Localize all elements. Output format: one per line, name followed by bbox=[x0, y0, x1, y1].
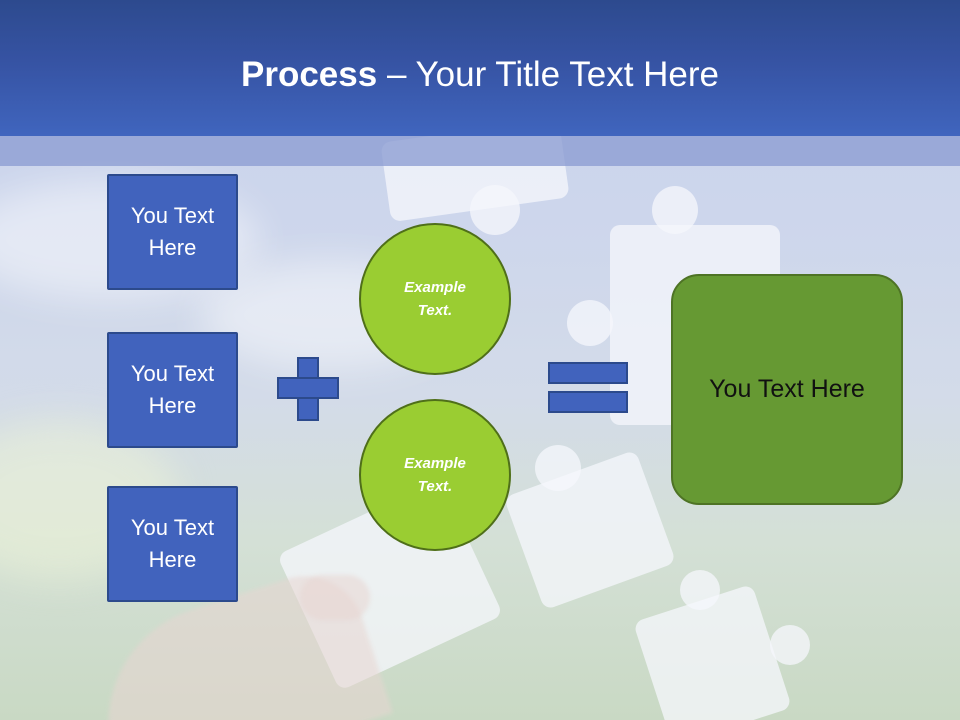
header-band bbox=[0, 136, 960, 166]
thumb-image bbox=[300, 575, 370, 620]
puzzle-knob bbox=[652, 186, 698, 234]
plus-center bbox=[299, 379, 317, 397]
puzzle-knob bbox=[535, 445, 581, 491]
input-box-label: You Text Here bbox=[130, 515, 215, 572]
puzzle-knob bbox=[470, 185, 520, 235]
example-circle-1[interactable]: Example Text. bbox=[359, 223, 511, 375]
input-box-2[interactable]: You Text Here bbox=[107, 332, 238, 448]
input-box-3[interactable]: You Text Here bbox=[107, 486, 238, 602]
input-box-label: You Text Here bbox=[130, 203, 215, 260]
title-bold: Process bbox=[241, 55, 378, 94]
circle-label: Example Text. bbox=[404, 279, 466, 319]
puzzle-knob bbox=[770, 625, 810, 665]
result-label: You Text Here bbox=[709, 375, 865, 403]
title-rest: – Your Title Text Here bbox=[377, 55, 719, 94]
puzzle-knob bbox=[567, 300, 613, 346]
equals-bottom-bar bbox=[548, 391, 628, 413]
example-circle-2[interactable]: Example Text. bbox=[359, 399, 511, 551]
circle-label: Example Text. bbox=[404, 455, 466, 495]
title-bar bbox=[0, 0, 960, 136]
slide-title[interactable]: Process – Your Title Text Here bbox=[0, 50, 960, 100]
equals-top-bar bbox=[548, 362, 628, 384]
puzzle-knob bbox=[680, 570, 720, 610]
result-box[interactable]: You Text Here bbox=[671, 274, 903, 505]
input-box-label: You Text Here bbox=[130, 361, 215, 418]
puzzle-piece-image bbox=[503, 449, 677, 611]
input-box-1[interactable]: You Text Here bbox=[107, 174, 238, 290]
